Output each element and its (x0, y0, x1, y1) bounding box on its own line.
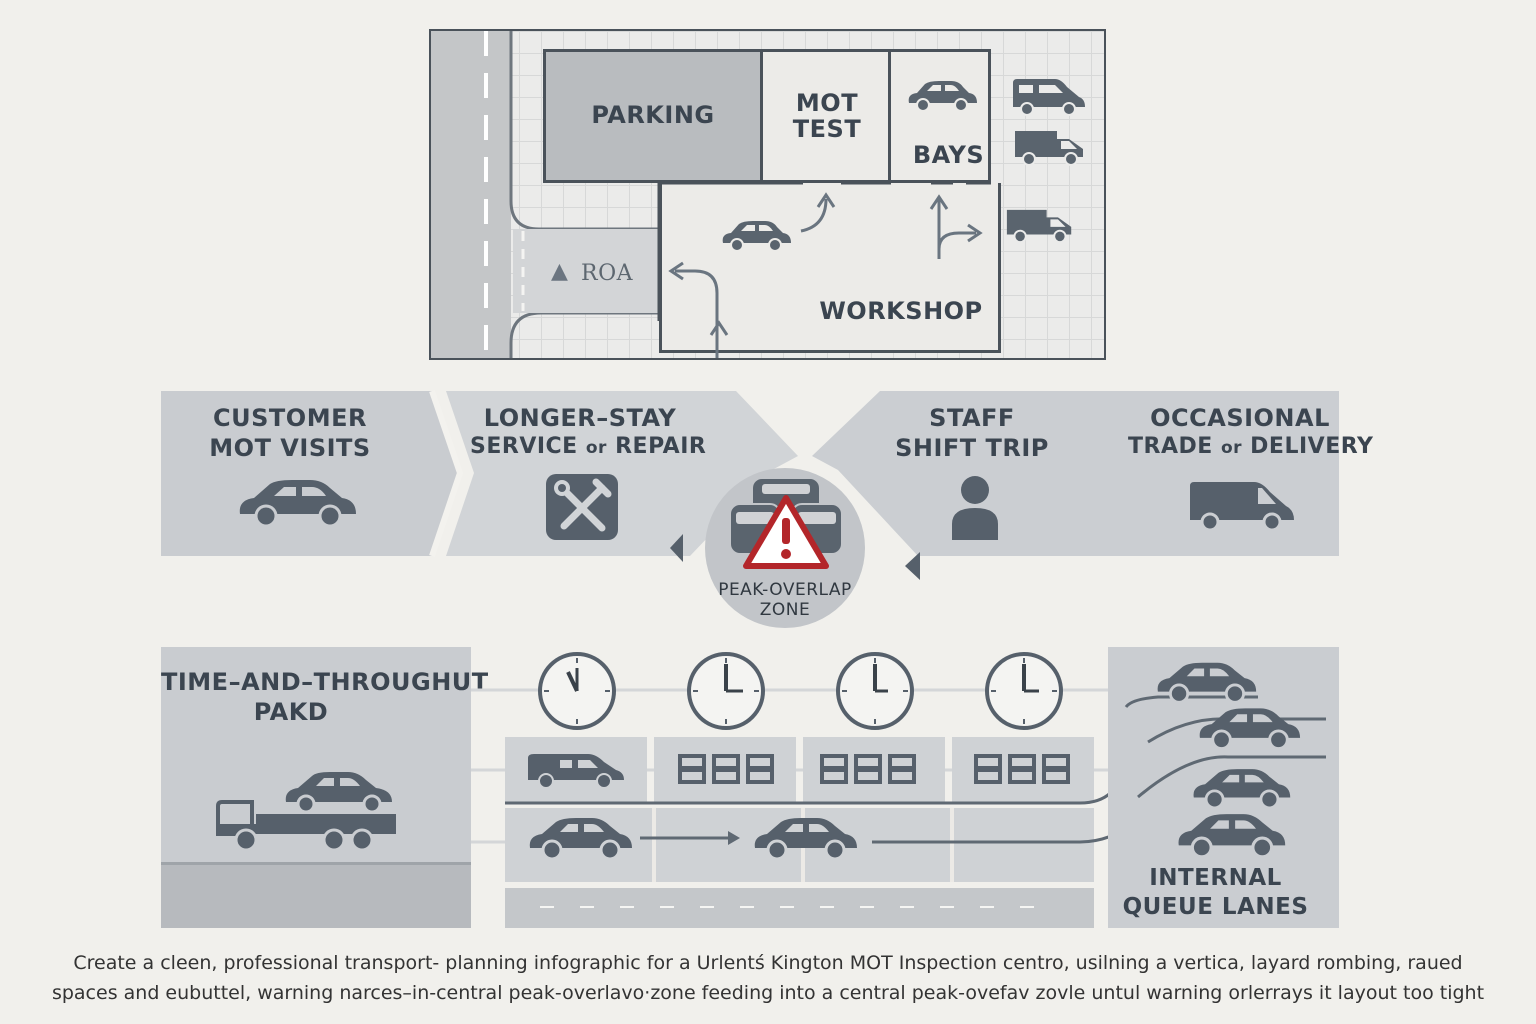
service-bays-icon (974, 754, 1070, 784)
tools-icon (546, 474, 618, 540)
parking-label: PARKING (591, 101, 715, 129)
road-label: ROA (581, 261, 633, 286)
category-service-word-2: REPAIR (606, 434, 707, 459)
mot-test-label-2: TEST (792, 115, 862, 143)
category-service-or: or (585, 438, 607, 458)
clock-icon (538, 652, 616, 730)
person-icon (952, 476, 998, 540)
car-icon (1193, 769, 1291, 810)
category-service-word-1: SERVICE (470, 434, 586, 459)
peak-zone-label-1: PEAK-OVERLAP (718, 580, 852, 600)
category-trade-word-1: TRADE (1128, 434, 1221, 459)
caption-line-1: Create a cleen, professional transport- … (73, 952, 1463, 974)
queue-label-1: INTERNAL (1149, 865, 1282, 891)
category-service-line1: LONGER–STAY (483, 404, 677, 432)
van-icon (528, 754, 624, 789)
peak-zone-label-2: ZONE (759, 600, 811, 620)
category-service-line2: SERVICE or REPAIR (470, 434, 706, 460)
category-trade-or: or (1220, 438, 1243, 458)
plan-linework (509, 31, 663, 358)
car-icon (722, 221, 791, 252)
service-bays-icon (678, 754, 774, 784)
category-trade-word-2: DELIVERY (1242, 434, 1374, 459)
mot-test-label-1: MOT (795, 89, 859, 117)
clock-icon (985, 652, 1063, 730)
category-trade-line2: TRADE or DELIVERY (1128, 434, 1373, 460)
road-sign-icon: ▲ (551, 259, 568, 284)
caption-line-2: spaces and eubuttel, warning narces–in-c… (51, 982, 1485, 1004)
car-icon (529, 818, 632, 861)
road (431, 31, 511, 358)
caption: Create a cleen, professional transport- … (0, 948, 1536, 1008)
car-icon (1178, 814, 1286, 859)
van-icon (1006, 209, 1072, 243)
bays-label: BAYS (912, 141, 985, 169)
service-bays-icon (820, 754, 916, 784)
throughput-label-1: TIME–AND–THROUGHUT (161, 668, 489, 696)
workshop-label: WORKSHOP (819, 297, 983, 325)
van-icon (1190, 482, 1294, 532)
van-icon (1015, 131, 1083, 166)
car-icon (1157, 662, 1257, 704)
parking-area (543, 49, 763, 183)
car-icon (908, 81, 977, 112)
category-customer-line2: MOT VISITS (209, 434, 371, 462)
site-plan: PARKING MOT TEST BAYS WORKSHOP ▲ ROA (429, 29, 1106, 360)
clock-icon (836, 652, 914, 730)
category-staff-line1: STAFF (929, 404, 1015, 432)
car-icon (239, 480, 356, 528)
category-customer-line1: CUSTOMER (213, 404, 367, 432)
category-staff-line2: SHIFT TRIP (895, 434, 1049, 462)
car-icon (1199, 708, 1301, 751)
van-icon (1013, 79, 1085, 116)
road-centerline (484, 31, 488, 358)
plan-openings (657, 181, 991, 358)
category-trade-line1: OCCASIONAL (1150, 404, 1330, 432)
queue-label-2: QUEUE LANES (1122, 894, 1309, 920)
congestion-cars-icon (729, 477, 843, 569)
throughput-road (161, 862, 471, 928)
tow-truck-icon (216, 772, 396, 852)
throughput-label-2: PAKD (253, 698, 329, 726)
mot-test-area (763, 49, 891, 183)
clock-icon (687, 652, 765, 730)
car-icon (754, 818, 857, 861)
